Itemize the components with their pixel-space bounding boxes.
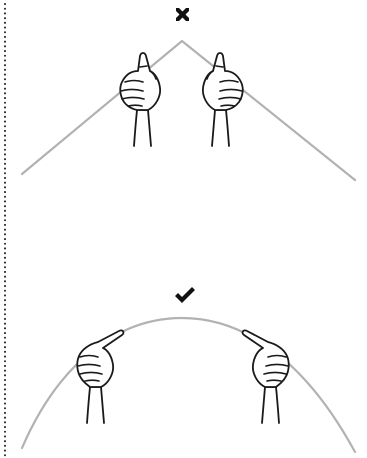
checkmark-icon [175,287,195,303]
panel-incorrect [22,8,355,180]
panel-correct [22,287,355,452]
right-hand-thumbs-up [243,330,289,423]
left-hand-thumbs-up [120,53,160,146]
right-hand-thumbs-up [203,53,243,146]
angled-guide-line [22,41,355,180]
curved-guide-line [22,318,355,452]
cross-icon [176,8,189,21]
left-hand-thumbs-up [77,330,123,423]
